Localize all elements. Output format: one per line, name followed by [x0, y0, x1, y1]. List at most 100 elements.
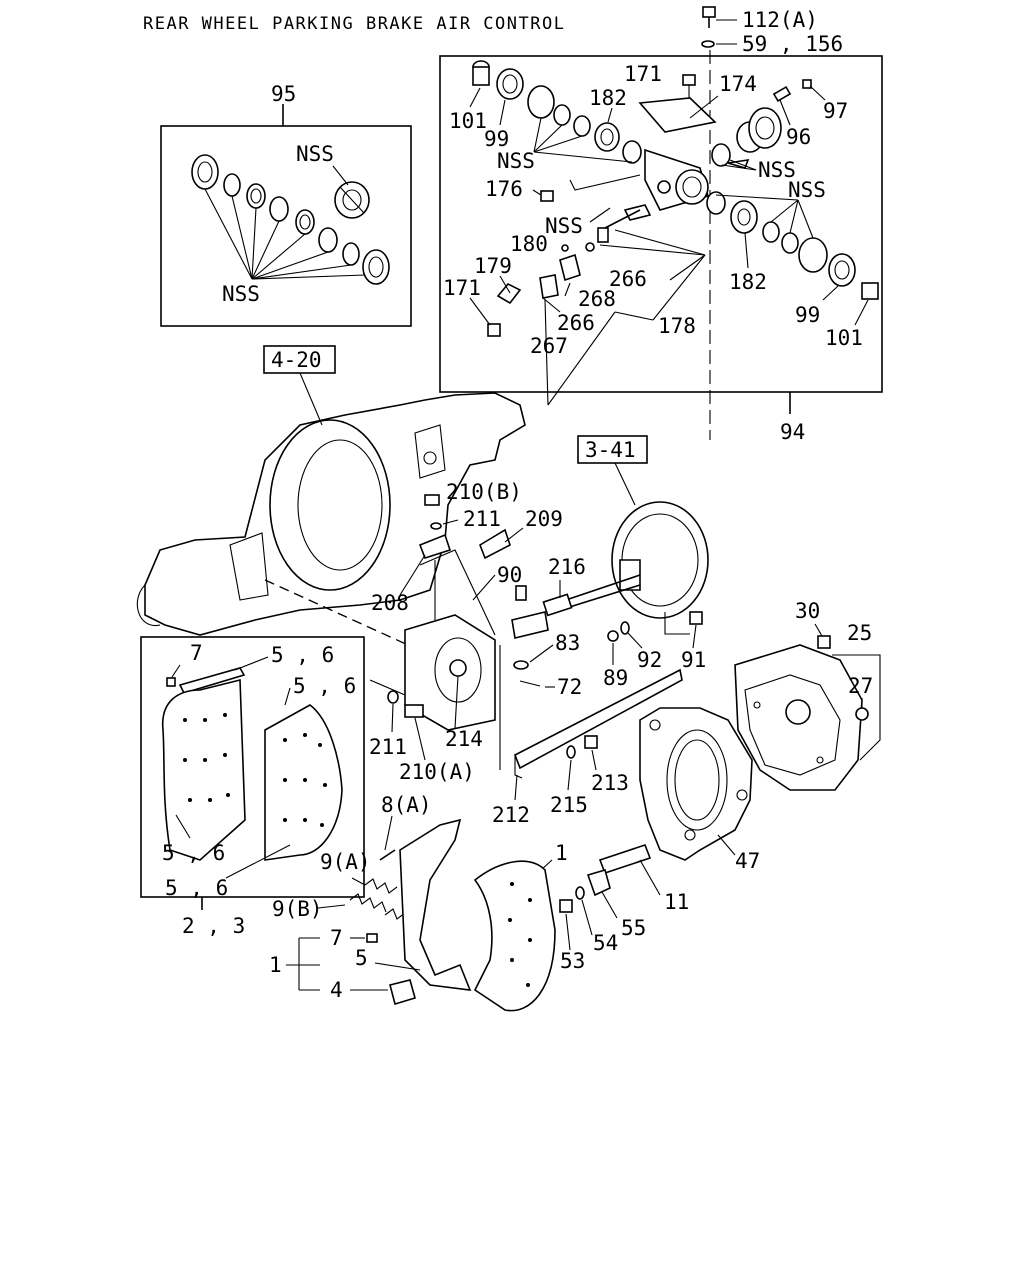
lining-strip: [178, 667, 246, 694]
gear-99-right: [828, 253, 856, 287]
label-180: 180: [510, 232, 548, 256]
label-11: 11: [664, 890, 689, 914]
nut-97: [802, 79, 812, 89]
anchor-parts: 11 55 54 53: [559, 843, 689, 973]
lever-178: [623, 204, 652, 221]
seal-ring-8: [362, 249, 390, 285]
label-1-top: 1: [555, 841, 568, 865]
anchor-pin-11: [598, 843, 652, 875]
label-215: 215: [550, 793, 588, 817]
ref-4-20: 4-20: [271, 348, 322, 372]
bushing-4: [389, 979, 416, 1006]
label-7: 7: [330, 926, 343, 950]
bolt-112a: [702, 6, 716, 18]
label-94: 94: [780, 420, 805, 444]
mounting-bracket: 210(B) 211 209 208 90 214 211 210(A): [264, 480, 563, 784]
diagram-title: REAR WHEEL PARKING BRAKE AIR CONTROL: [143, 14, 565, 34]
seal-ring-7: [342, 242, 360, 266]
bolt-171-bottom: [487, 323, 501, 337]
label-5-6-a: 5 , 6: [271, 643, 334, 667]
fitting-267: [539, 274, 559, 299]
nss-label-94c: NSS: [788, 178, 826, 202]
spider-47: [639, 707, 753, 861]
bolt-171-top: [682, 74, 696, 86]
spring-268: [559, 253, 581, 282]
label-182-right: 182: [729, 270, 767, 294]
label-5: 5: [355, 946, 368, 970]
bolt-210b: [424, 494, 440, 506]
rivet-holes: [183, 713, 327, 827]
label-112a: 112(A): [742, 8, 818, 32]
label-5-6-c: 5 , 6: [162, 841, 225, 865]
label-72: 72: [557, 675, 582, 699]
label-212: 212: [492, 803, 530, 827]
label-30: 30: [795, 599, 820, 623]
nut-214: [449, 659, 467, 677]
label-211-top: 211: [463, 507, 501, 531]
label-9a: 9(A): [320, 850, 371, 874]
rivet-7-shoe: [366, 933, 378, 943]
label-59-156: 59 , 156: [742, 32, 843, 56]
plate-55: [586, 869, 611, 897]
linkage-parts: 83 72 89 92 91 212 213 215: [492, 585, 706, 827]
bolt-213: [584, 735, 598, 749]
label-1-left: 1: [269, 953, 282, 977]
label-97: 97: [823, 99, 848, 123]
brake-shoe-web: [399, 818, 472, 991]
plug-27: [855, 707, 869, 721]
lining-left: [162, 678, 246, 861]
lining-right: [264, 704, 343, 861]
dust-shield: 30 25 27: [734, 599, 881, 791]
brake-spider: 47: [639, 707, 760, 873]
plug-101-right: [861, 282, 879, 300]
washer-54: [575, 886, 585, 900]
label-53: 53: [560, 949, 585, 973]
label-5-6-b: 5 , 6: [293, 674, 356, 698]
shoe-kit-box: 2 , 3 7 5 , 6 5 , 6 5 , 6 5 , 6: [140, 636, 365, 938]
shoe-assembly: 8(A) 9(A) 9(B) 1 1 7 5 4: [269, 793, 568, 1012]
gasket-179: [496, 283, 522, 305]
label-101-right: 101: [825, 326, 863, 350]
bar-212: [513, 668, 683, 770]
bracket-right: [414, 424, 446, 479]
spring-9b: [349, 893, 387, 913]
seal-ring-3: [246, 183, 266, 209]
label-96: 96: [786, 125, 811, 149]
label-210a: 210(A): [399, 760, 475, 784]
label-266-b: 266: [557, 311, 595, 335]
label-8a: 8(A): [381, 793, 432, 817]
piston-96: [748, 107, 782, 149]
label-4: 4: [330, 978, 343, 1002]
bolt-30: [817, 635, 831, 649]
label-209: 209: [525, 507, 563, 531]
ref-box-3-41: [577, 435, 648, 464]
label-178: 178: [658, 314, 696, 338]
piston-182-left: [594, 122, 620, 152]
bolt-91: [689, 611, 703, 625]
plate-208: [418, 533, 452, 559]
seal-ring-4: [269, 196, 289, 222]
label-179: 179: [474, 254, 512, 278]
label-216: 216: [548, 555, 586, 579]
nut-89: [607, 630, 619, 642]
label-9b: 9(B): [272, 897, 323, 921]
rivet-7: [166, 677, 176, 687]
label-90: 90: [497, 563, 522, 587]
label-267: 267: [530, 334, 568, 358]
pin-216: [515, 585, 527, 601]
label-92: 92: [637, 648, 662, 672]
washer-59-156: [701, 40, 715, 48]
axle-flange: [269, 419, 391, 591]
label-176: 176: [485, 177, 523, 201]
nss-label-94a: NSS: [497, 149, 535, 173]
seal-ring-2: [223, 173, 241, 197]
gear-99-left: [496, 68, 524, 100]
fitting-96: [772, 85, 792, 103]
label-54: 54: [593, 931, 618, 955]
seal-ring-1: [191, 154, 219, 190]
label-99-right: 99: [795, 303, 820, 327]
label-214: 214: [445, 727, 483, 751]
nss-label-94b: NSS: [758, 158, 796, 182]
label-55: 55: [621, 916, 646, 940]
pushrod-clevis: [542, 593, 573, 617]
